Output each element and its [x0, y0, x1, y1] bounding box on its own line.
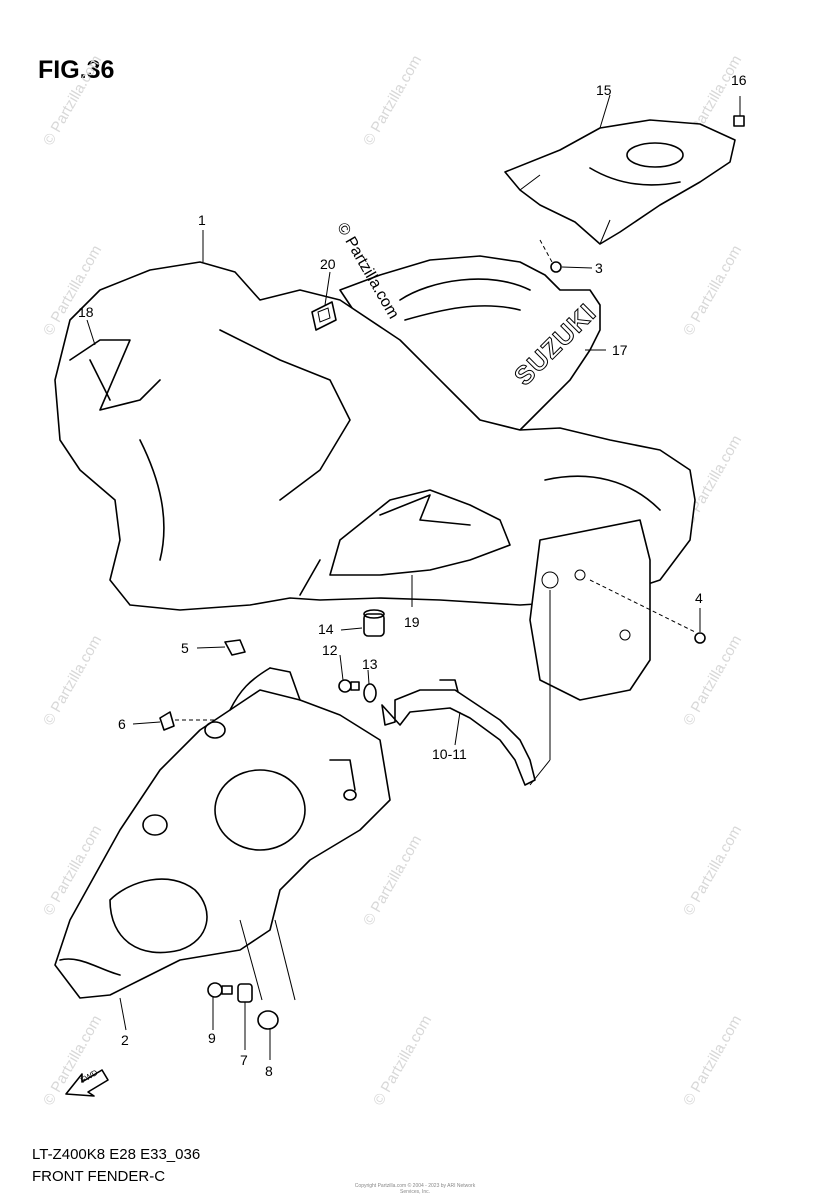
part-7-collar — [237, 983, 253, 1003]
callout-10-11: 10-11 — [432, 746, 467, 762]
callout-13: 13 — [362, 656, 378, 672]
callout-4: 4 — [695, 590, 703, 606]
part-16-screw — [733, 96, 745, 127]
part-1-front-fender — [54, 261, 696, 611]
part-12-bolt — [338, 679, 360, 693]
part-4-mount — [529, 519, 706, 701]
callout-14: 14 — [318, 621, 334, 637]
figure-name: FRONT FENDER-C — [32, 1168, 166, 1185]
callout-18: 18 — [78, 304, 94, 320]
figure-title: FIG.36 — [38, 56, 115, 84]
fwd-arrow-icon — [65, 1069, 109, 1097]
callout-8: 8 — [265, 1063, 273, 1079]
part-5-clip — [224, 639, 246, 656]
part-14-cushion — [363, 609, 385, 637]
part-2-inner-fender — [54, 667, 391, 1001]
part-3-bolt — [539, 239, 562, 273]
callout-5: 5 — [181, 640, 189, 656]
callout-20: 20 — [320, 256, 336, 272]
copyright-notice: Copyright Partzilla.com © 2004 - 2023 by… — [354, 1183, 476, 1195]
callout-3: 3 — [595, 260, 603, 276]
part-15-front-cover — [504, 119, 736, 245]
callout-12: 12 — [322, 642, 338, 658]
callout-17: 17 — [612, 342, 628, 358]
callout-9: 9 — [208, 1030, 216, 1046]
leader-lines — [86, 94, 701, 1060]
figure-code: LT-Z400K8 E28 E33_036 — [32, 1146, 201, 1163]
part-20-emblem — [311, 301, 337, 331]
callout-7: 7 — [240, 1052, 248, 1068]
callout-15: 15 — [596, 82, 612, 98]
part-9-bolt — [207, 982, 233, 998]
callout-16: 16 — [731, 72, 747, 88]
part-10-11-bracket — [381, 590, 551, 786]
callout-6: 6 — [118, 716, 126, 732]
callout-1: 1 — [198, 212, 206, 228]
part-8-cushion — [257, 1010, 279, 1030]
callout-19: 19 — [404, 614, 420, 630]
part-13-washer — [363, 683, 377, 703]
part-6-screw — [159, 711, 215, 731]
callout-2: 2 — [121, 1032, 129, 1048]
